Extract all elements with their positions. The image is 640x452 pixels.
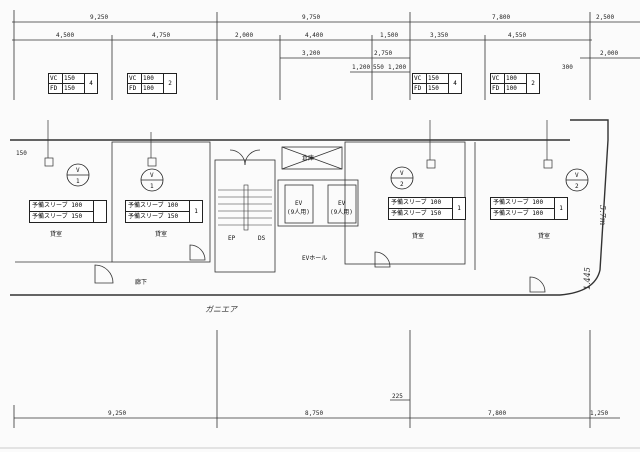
sleeve-count: 1 <box>559 204 563 212</box>
sleeve-row-1: 予備スリーブ 100 <box>491 198 555 209</box>
vc-value: 100 <box>142 74 164 84</box>
dim-bottom-small: 225 <box>392 393 403 400</box>
handwritten-depth: 1.445 <box>583 267 592 290</box>
dim-r2-6: 3,350 <box>430 32 448 39</box>
dim-r2-4: 4,400 <box>305 32 323 39</box>
ev-1-capacity: (9人用) <box>287 209 310 216</box>
fd-label: FD <box>413 84 427 93</box>
dim-bottom-3: 7,800 <box>488 410 506 417</box>
dim-bottom-2: 8,750 <box>305 410 323 417</box>
vent-1-top: V <box>76 167 80 174</box>
fd-label: FD <box>128 84 142 93</box>
room-storage: 倉庫 <box>302 154 314 162</box>
sleeve-table-3: 予備スリーブ 100 1 予備スリーブ 150 <box>388 197 466 220</box>
fd-label: FD <box>491 84 505 93</box>
dim-r2-3: 2,000 <box>235 32 253 39</box>
room-corridor: 廊下 <box>135 278 147 286</box>
sleeve-table-2: 予備スリーブ 100 1 予備スリーブ 150 <box>125 200 203 223</box>
room-ev-hall: EVホール <box>302 255 327 262</box>
dim-r3-1: 3,200 <box>302 50 320 57</box>
vent-4-top: V <box>575 172 579 179</box>
ep-label: EP <box>228 235 236 242</box>
vc-label: VC <box>128 74 142 84</box>
sleeve-count: 1 <box>457 204 461 212</box>
room-rental-3: 貸室 <box>412 232 424 240</box>
ds-label: DS <box>258 235 266 242</box>
dim-r4-3: 1,200 <box>388 64 406 71</box>
room-rental-1: 貸室 <box>50 230 62 238</box>
sleeve-row-2: 予備スリーブ 100 <box>491 209 555 219</box>
dimension-labels: 9,250 9,750 7,800 2,500 4,500 4,750 2,00… <box>16 14 618 417</box>
dim-top-1: 9,250 <box>90 14 108 21</box>
dim-r4-1: 1,200 <box>352 64 370 71</box>
dim-r2-7: 4,550 <box>508 32 526 39</box>
vc-value: 150 <box>63 74 85 84</box>
vc-value: 100 <box>505 74 527 84</box>
dim-top-3: 7,800 <box>492 14 510 21</box>
ev-1: EV <box>295 200 303 207</box>
dim-r2-2: 4,750 <box>152 32 170 39</box>
vent-2-bottom: 1 <box>150 183 154 190</box>
dim-bottom-1: 9,250 <box>108 410 126 417</box>
dim-r3-2: 2,750 <box>374 50 392 57</box>
vent-1-bottom: 1 <box>76 178 80 185</box>
vc-value: 150 <box>427 74 449 84</box>
vent-3-top: V <box>400 170 404 177</box>
fd-value: 100 <box>505 84 527 93</box>
dim-r4-4: 300 <box>562 64 573 71</box>
sleeve-count <box>94 201 106 222</box>
dim-r2-5: 1,500 <box>380 32 398 39</box>
fd-value: 100 <box>142 84 164 93</box>
fd-label: FD <box>49 84 63 93</box>
dim-r3-3: 2,000 <box>600 50 618 57</box>
ev-2: EV <box>338 200 346 207</box>
fd-value: 150 <box>63 84 85 93</box>
sleeve-row-1: 予備スリーブ 100 <box>30 201 94 212</box>
dim-r4-2: 550 <box>373 64 384 71</box>
duct-count: 2 <box>531 80 535 87</box>
duct-count: 4 <box>89 80 93 87</box>
room-labels: 貸室 貸室 貸室 貸室 廊下 EVホール 倉庫 EV (9人用) EV (9人用… <box>50 154 550 286</box>
room-rental-2: 貸室 <box>155 230 167 238</box>
sleeve-table-4: 予備スリーブ 100 1 予備スリーブ 100 <box>490 197 568 220</box>
room-rental-4: 貸室 <box>538 232 550 240</box>
dim-top-4: 2,500 <box>596 14 614 21</box>
duct-count: 4 <box>453 80 457 87</box>
handwritten-notes: 5.7m 1.445 ガニエア <box>205 205 607 314</box>
vent-4-bottom: 2 <box>575 183 579 190</box>
vent-2-top: V <box>150 172 154 179</box>
fd-value: 150 <box>427 84 449 93</box>
vc-label: VC <box>413 74 427 84</box>
dim-bottom-4: 1,250 <box>590 410 608 417</box>
vent-labels: V 1 V 1 V 2 V 2 <box>76 167 579 190</box>
vent-3-bottom: 2 <box>400 181 404 188</box>
sleeve-row-1: 予備スリーブ 100 <box>126 201 190 212</box>
dim-r2-1: 4,500 <box>56 32 74 39</box>
vc-label: VC <box>491 74 505 84</box>
handwritten-length: 5.7m <box>598 205 607 226</box>
dim-side-small: 150 <box>16 150 27 157</box>
sleeve-count: 1 <box>194 207 198 215</box>
dim-top-2: 9,750 <box>302 14 320 21</box>
ev-2-capacity: (9人用) <box>330 209 353 216</box>
sleeve-row-1: 予備スリーブ 100 <box>389 198 453 209</box>
vc-label: VC <box>49 74 63 84</box>
sleeve-row-2: 予備スリーブ 150 <box>389 209 453 219</box>
sleeve-row-2: 予備スリーブ 150 <box>126 212 190 222</box>
duct-count: 2 <box>168 80 172 87</box>
sleeve-table-1: 予備スリーブ 100 予備スリーブ 150 <box>29 200 107 223</box>
sleeve-row-2: 予備スリーブ 150 <box>30 212 94 222</box>
handwritten-note: ガニエア <box>205 305 238 314</box>
